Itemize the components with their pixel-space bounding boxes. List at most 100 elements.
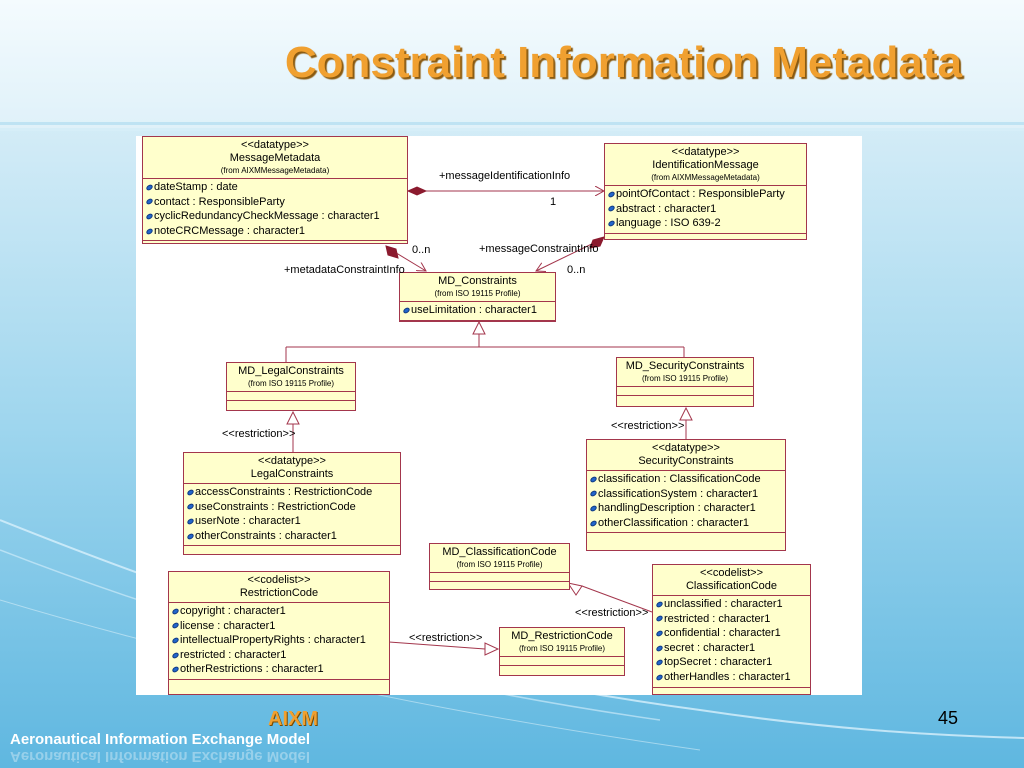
attribute: copyright : character1 [171,604,386,619]
class-name: MD_ClassificationCode [442,546,557,558]
class-message-metadata[interactable]: <<datatype>> MessageMetadata (from AIXMM… [142,136,408,244]
link-message-constraint [536,236,605,271]
attribute-icon [402,306,411,315]
header-divider [0,122,1024,125]
attribute: otherRestrictions : character1 [171,662,386,677]
aixm-logo: AIXM [268,708,318,730]
attribute: handlingDescription : character1 [589,501,782,516]
class-md-classification-code[interactable]: MD_ClassificationCode (from ISO 19115 Pr… [429,543,570,590]
attribute-icon [655,614,664,623]
attribute: classification : ClassificationCode [589,472,782,487]
package-origin: (from ISO 19115 Profile) [434,289,521,298]
class-header: MD_ClassificationCode (from ISO 19115 Pr… [430,544,569,573]
class-identification-message[interactable]: <<datatype>> IdentificationMessage (from… [604,143,807,240]
stereotype: <<datatype>> [671,146,740,158]
class-header: <<datatype>> IdentificationMessage (from… [605,144,806,186]
slide-title: Constraint Information Metadata [284,38,962,87]
attribute-icon [607,204,616,213]
link-message-identification [406,187,604,195]
role-label-message-identification-info: +messageIdentificationInfo [439,170,571,182]
attribute: pointOfContact : ResponsibleParty [607,187,803,202]
page-number: 45 [938,708,959,728]
stereotype-label-restriction: <<restriction>> [222,428,296,440]
attribute-icon [171,607,180,616]
role-label-metadata-constraint-info: +metadataConstraintInfo [284,264,405,276]
stereotype: <<codelist>> [700,567,763,579]
attribute-icon [655,644,664,653]
header-divider-thin [0,128,1024,131]
attribute-icon [171,621,180,630]
attribute-icon [145,183,154,192]
class-md-restriction-code[interactable]: MD_RestrictionCode (from ISO 19115 Profi… [499,627,625,676]
class-name: MD_Constraints [438,275,517,287]
attribute: secret : character1 [655,641,807,656]
attribute-icon [589,504,598,513]
class-name: MD_RestrictionCode [511,630,613,642]
class-header: <<codelist>> ClassificationCode [653,565,810,596]
class-header: <<datatype>> SecurityConstraints [587,440,785,471]
stereotype-label-restriction: <<restriction>> [575,607,649,619]
attribute: intellectualPropertyRights : character1 [171,633,386,648]
class-name: LegalConstraints [250,468,334,480]
attribute-list: useLimitation : character1 [400,302,555,321]
attribute: useLimitation : character1 [402,303,552,318]
attribute: restricted : character1 [655,612,807,627]
package-origin: (from ISO 19115 Profile) [641,374,729,383]
package-origin: (from ISO 19115 Profile) [518,644,606,653]
class-md-constraints[interactable]: MD_Constraints (from ISO 19115 Profile) … [399,272,556,322]
footer-subtitle: Aeronautical Information Exchange Model [10,731,311,748]
attribute-icon [186,488,195,497]
attribute-icon [171,665,180,674]
class-name: ClassificationCode [685,580,778,592]
attribute: topSecret : character1 [655,655,807,670]
class-md-legal-constraints[interactable]: MD_LegalConstraints (from ISO 19115 Prof… [226,362,356,411]
attribute: confidential : character1 [655,626,807,641]
class-header: <<datatype>> LegalConstraints [184,453,400,484]
attribute: classificationSystem : character1 [589,487,782,502]
link-restriction-classification [566,582,653,613]
footer-subtitle-reflection: Aeronautical Information Exchange Model [10,748,311,765]
attribute-icon [655,658,664,667]
class-classification-code[interactable]: <<codelist>> ClassificationCode unclassi… [652,564,811,695]
class-header: MD_SecurityConstraints (from ISO 19115 P… [617,358,753,387]
class-header: <<datatype>> MessageMetadata (from AIXMM… [143,137,407,179]
attribute-icon [589,475,598,484]
attribute: license : character1 [171,619,386,634]
class-header: MD_RestrictionCode (from ISO 19115 Profi… [500,628,624,657]
slide-header [0,0,1024,131]
empty-attribute-compartment [617,387,753,396]
class-security-constraints[interactable]: <<datatype>> SecurityConstraints classif… [586,439,786,551]
empty-attribute-compartment [227,392,355,401]
package-origin: (from AIXMMessageMetadata) [220,166,330,175]
role-label-message-constraint-info: +messageConstraintInfo [479,243,599,255]
link-generalization-constraints [285,320,685,362]
attribute: otherHandles : character1 [655,670,807,685]
attribute: otherClassification : character1 [589,516,782,531]
attribute-list: accessConstraints : RestrictionCode useC… [184,484,400,547]
attribute: noteCRCMessage : character1 [145,224,404,239]
link-restriction-security [679,406,693,439]
multiplicity-label: 0..n [412,244,431,256]
multiplicity-label: 1 [550,196,557,208]
class-legal-constraints[interactable]: <<datatype>> LegalConstraints accessCons… [183,452,401,555]
stereotype: <<datatype>> [258,455,326,467]
class-restriction-code[interactable]: <<codelist>> RestrictionCode copyright :… [168,571,390,695]
attribute-icon [145,197,154,206]
class-header: <<codelist>> RestrictionCode [169,572,389,603]
attribute: accessConstraints : RestrictionCode [186,485,397,500]
attribute-icon [186,517,195,526]
stereotype: <<datatype>> [652,442,720,454]
link-restriction-restriction [388,641,500,656]
class-md-security-constraints[interactable]: MD_SecurityConstraints (from ISO 19115 P… [616,357,754,407]
attribute: contact : ResponsibleParty [145,195,404,210]
attribute-list: copyright : character1 license : charact… [169,603,389,680]
package-origin: (from ISO 19115 Profile) [456,560,543,569]
attribute: abstract : character1 [607,202,803,217]
attribute-icon [145,227,154,236]
attribute-icon [655,629,664,638]
attribute-icon [607,219,616,228]
empty-attribute-compartment [500,657,624,666]
link-metadata-constraint [385,245,426,271]
attribute: restricted : character1 [171,648,386,663]
empty-attribute-compartment [430,573,569,582]
